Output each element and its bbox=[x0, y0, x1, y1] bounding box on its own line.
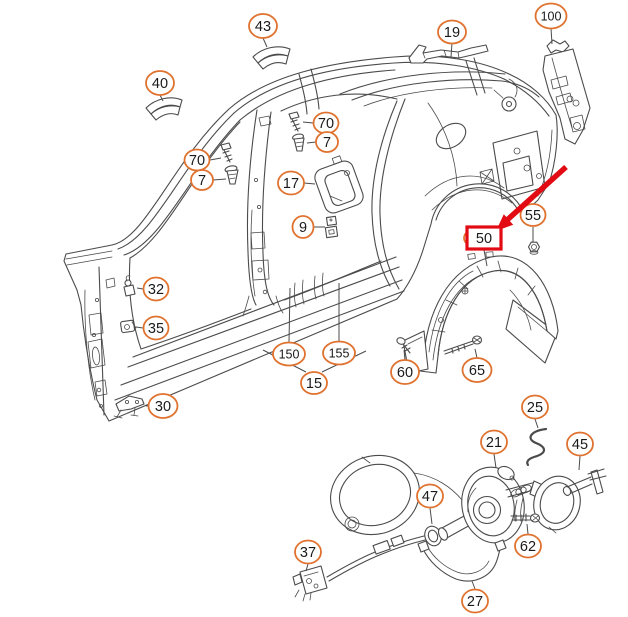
callout-9[interactable]: 9 bbox=[291, 215, 315, 239]
part-wheel-arch-liner-50 bbox=[402, 251, 559, 374]
callout-100[interactable]: 100 bbox=[534, 2, 568, 30]
part-screw-70-left bbox=[220, 142, 233, 163]
part-rear-panel-bracket-100 bbox=[542, 39, 591, 145]
callout-27[interactable]: 27 bbox=[461, 588, 489, 614]
part-clip-9 bbox=[324, 215, 339, 239]
callout-150[interactable]: 150 bbox=[272, 341, 306, 367]
callouts: 43 19 100 40 70 7 70 7 17 9 32 35 150 15… bbox=[142, 2, 594, 614]
car-body-side-frame bbox=[63, 55, 558, 422]
highlight-box bbox=[465, 225, 503, 251]
fuel-filler-assembly bbox=[292, 427, 607, 602]
svg-text:25: 25 bbox=[527, 400, 543, 416]
part-nut-55 bbox=[527, 241, 541, 255]
highlight-group: 50 bbox=[463, 164, 568, 251]
callout-50-highlighted[interactable]: 50 bbox=[463, 225, 503, 251]
callout-37[interactable]: 37 bbox=[294, 539, 322, 565]
part-spring-25 bbox=[526, 427, 548, 467]
callout-47[interactable]: 47 bbox=[416, 483, 444, 509]
svg-text:9: 9 bbox=[299, 220, 307, 236]
svg-text:27: 27 bbox=[467, 594, 483, 610]
callout-17[interactable]: 17 bbox=[277, 170, 305, 196]
callout-30[interactable]: 30 bbox=[147, 393, 179, 419]
part-bracket-30 bbox=[113, 395, 145, 419]
callout-65[interactable]: 65 bbox=[461, 357, 493, 383]
svg-text:30: 30 bbox=[155, 399, 171, 415]
svg-text:65: 65 bbox=[469, 363, 485, 379]
callout-43[interactable]: 43 bbox=[248, 13, 278, 39]
callout-60[interactable]: 60 bbox=[390, 359, 420, 385]
callout-62[interactable]: 62 bbox=[514, 533, 542, 559]
callout-70-right[interactable]: 70 bbox=[312, 111, 340, 135]
callout-25[interactable]: 25 bbox=[521, 394, 549, 420]
highlight-arrow-shaft bbox=[504, 164, 568, 224]
svg-text:55: 55 bbox=[525, 208, 541, 224]
svg-text:32: 32 bbox=[148, 282, 164, 298]
svg-text:19: 19 bbox=[444, 25, 460, 41]
callout-15[interactable]: 15 bbox=[300, 371, 328, 395]
callout-70-left[interactable]: 70 bbox=[183, 148, 211, 172]
svg-text:60: 60 bbox=[397, 365, 413, 381]
part-rivet-60 bbox=[396, 337, 411, 354]
part-roof-trim-40 bbox=[145, 97, 183, 121]
svg-text:7: 7 bbox=[323, 135, 331, 151]
callout-35[interactable]: 35 bbox=[142, 315, 170, 341]
svg-text:37: 37 bbox=[300, 545, 316, 561]
part-filler-pocket-17 bbox=[314, 155, 364, 214]
svg-text:15: 15 bbox=[306, 376, 322, 392]
svg-text:45: 45 bbox=[572, 437, 588, 453]
callout-45[interactable]: 45 bbox=[566, 431, 594, 457]
part-screw-70-right bbox=[288, 111, 301, 132]
part-screw-65 bbox=[443, 335, 483, 355]
callout-7-right[interactable]: 7 bbox=[315, 131, 339, 153]
callout-55[interactable]: 55 bbox=[519, 203, 547, 227]
leader-lines bbox=[135, 27, 581, 590]
svg-text:62: 62 bbox=[520, 539, 536, 555]
svg-text:100: 100 bbox=[541, 10, 562, 24]
part-clip-35 bbox=[120, 319, 137, 334]
callout-155[interactable]: 155 bbox=[322, 340, 356, 366]
part-pin-7-right bbox=[292, 133, 305, 152]
part-pin-7-left bbox=[224, 165, 239, 185]
svg-text:40: 40 bbox=[152, 76, 168, 92]
part-shelf-bracket-19 bbox=[408, 44, 489, 64]
callout-40[interactable]: 40 bbox=[145, 70, 175, 96]
callout-32[interactable]: 32 bbox=[142, 276, 170, 302]
svg-text:35: 35 bbox=[148, 321, 164, 337]
callout-7-left[interactable]: 7 bbox=[190, 169, 214, 191]
svg-text:7: 7 bbox=[198, 173, 206, 189]
svg-text:43: 43 bbox=[255, 19, 271, 35]
svg-text:150: 150 bbox=[279, 348, 300, 362]
callout-19[interactable]: 19 bbox=[437, 19, 467, 45]
svg-text:47: 47 bbox=[422, 489, 438, 505]
svg-text:70: 70 bbox=[318, 116, 334, 132]
callout-21[interactable]: 21 bbox=[480, 429, 508, 455]
part-roof-trim-43 bbox=[252, 46, 291, 70]
part-clip-32 bbox=[123, 275, 136, 297]
svg-text:155: 155 bbox=[329, 347, 350, 361]
svg-text:50: 50 bbox=[476, 231, 492, 247]
svg-text:17: 17 bbox=[283, 176, 299, 192]
svg-text:70: 70 bbox=[189, 153, 205, 169]
svg-text:21: 21 bbox=[486, 435, 502, 451]
